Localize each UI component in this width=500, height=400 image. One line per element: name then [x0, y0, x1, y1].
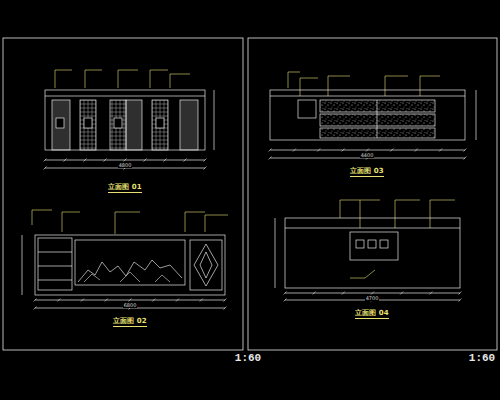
- dimension-tick: [284, 299, 287, 302]
- dimension-tick: [34, 299, 37, 302]
- view-caption: 立面图 01: [108, 184, 141, 193]
- dimension-tick: [459, 299, 462, 302]
- view-caption: 立面图 03: [350, 168, 383, 177]
- dimension-tick: [313, 292, 316, 295]
- dimension-tick: [439, 149, 442, 152]
- dimension-tick: [459, 292, 462, 295]
- dimension-tick: [84, 159, 87, 162]
- dimension-tick: [144, 159, 147, 162]
- dimension-tick: [200, 299, 203, 302]
- dimension-tick: [224, 307, 227, 310]
- dimension-tick: [390, 149, 393, 152]
- dimension-tick: [342, 149, 345, 152]
- dimension-tick: [104, 159, 107, 162]
- elevation-04: [275, 218, 460, 300]
- dimension-tick: [152, 299, 155, 302]
- callout-leaders: [32, 70, 455, 278]
- dimension-tick: [342, 292, 345, 295]
- dimension-tick: [34, 307, 37, 310]
- dimension-tick: [224, 299, 227, 302]
- dimension-tick: [464, 157, 467, 160]
- view-caption: 立面图 04: [355, 310, 388, 319]
- scale-label: 1:60: [469, 353, 495, 364]
- elevation-01: [45, 90, 214, 168]
- dimension-tick: [44, 159, 47, 162]
- dimension-tick: [129, 299, 132, 302]
- dimension-text: 4400: [360, 153, 375, 158]
- dimension-tick: [293, 149, 296, 152]
- dimension-tick: [204, 167, 207, 170]
- dimension-tick: [105, 299, 108, 302]
- dimension-tick: [184, 159, 187, 162]
- dimension-tick: [124, 159, 127, 162]
- dimension-tick: [284, 292, 287, 295]
- dimension-tick: [415, 149, 418, 152]
- sheet-frames: [3, 38, 497, 350]
- dimension-text: 6800: [123, 303, 138, 308]
- elevation-02: [22, 235, 225, 308]
- dimension-tick: [317, 149, 320, 152]
- scale-label: 1:60: [235, 353, 261, 364]
- dimension-tick: [204, 159, 207, 162]
- dimension-tick: [371, 292, 374, 295]
- dimension-tick: [269, 157, 272, 160]
- dimension-tick: [464, 149, 467, 152]
- dimension-tick: [429, 292, 432, 295]
- dimension-tick: [176, 299, 179, 302]
- dimension-text: 4800: [118, 163, 133, 168]
- dimension-tick: [164, 159, 167, 162]
- dimension-tick: [44, 167, 47, 170]
- elevation-03: [270, 90, 476, 158]
- dimension-tick: [81, 299, 84, 302]
- dimension-tick: [64, 159, 67, 162]
- dimension-tick: [269, 149, 272, 152]
- dimension-text: 4700: [365, 296, 380, 301]
- dimension-ticks: [34, 149, 467, 310]
- dimension-tick: [400, 292, 403, 295]
- dimension-tick: [57, 299, 60, 302]
- dimension-tick: [366, 149, 369, 152]
- view-caption: 立面图 02: [113, 318, 146, 327]
